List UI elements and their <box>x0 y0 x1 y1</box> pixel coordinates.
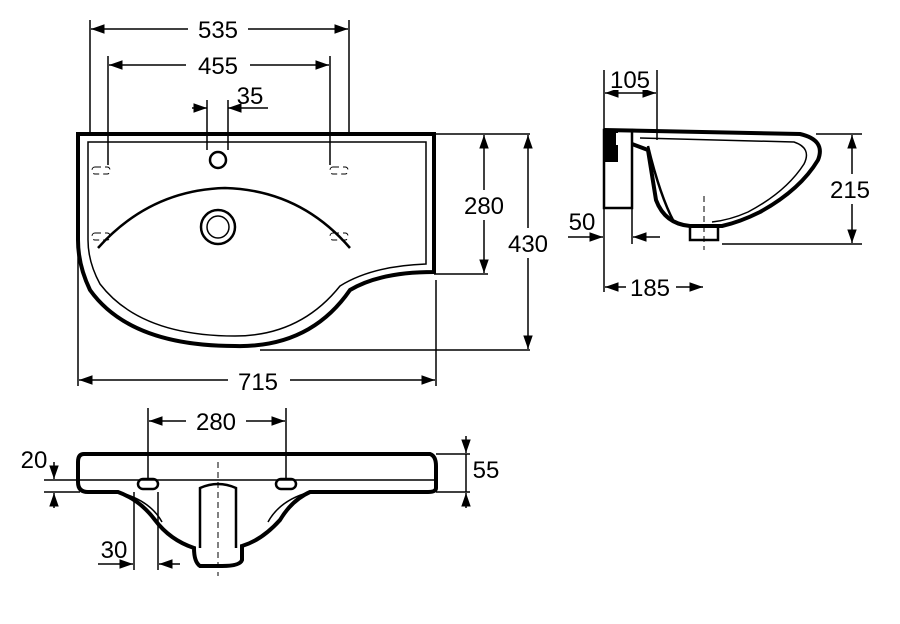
fixing-slot <box>329 166 349 175</box>
dim-label-535: 535 <box>198 17 238 44</box>
dim-label-front-280: 280 <box>196 409 236 436</box>
dim-label-280: 280 <box>464 193 504 220</box>
fixing-hole <box>274 477 298 491</box>
dim-label-50: 50 <box>569 209 596 236</box>
dim-label-455: 455 <box>198 53 238 80</box>
dim-label-55: 55 <box>473 457 500 484</box>
dim-label-105: 105 <box>610 67 650 94</box>
fixing-slot <box>91 232 111 241</box>
dim-label-20: 20 <box>21 447 48 474</box>
basin-inner-outline <box>87 141 427 337</box>
fixing-slot <box>91 166 111 175</box>
top-view: 535 455 35 280 430 715 <box>76 14 556 396</box>
dim-label-715: 715 <box>238 369 278 396</box>
front-rim <box>76 452 438 568</box>
bowl-arc <box>97 186 351 249</box>
dim-label-215: 215 <box>830 177 870 204</box>
side-profile-inner <box>639 137 808 223</box>
dim-label-35: 35 <box>237 83 264 110</box>
back-wall-top <box>604 130 618 162</box>
side-profile-outer <box>603 128 822 228</box>
fixing-hole <box>136 477 160 491</box>
basin-outline <box>76 132 436 349</box>
side-profile-bowl <box>646 145 676 223</box>
dim-label-185: 185 <box>630 275 670 302</box>
drain-outer <box>199 208 237 246</box>
front-view: 280 20 55 30 <box>21 406 500 576</box>
dim-label-30: 30 <box>101 537 128 564</box>
tap-hole <box>208 150 228 170</box>
drain-inner <box>206 215 230 239</box>
side-view: 105 215 50 185 <box>568 66 876 302</box>
fixing-slot <box>329 232 349 241</box>
dim-label-430: 430 <box>508 231 548 258</box>
